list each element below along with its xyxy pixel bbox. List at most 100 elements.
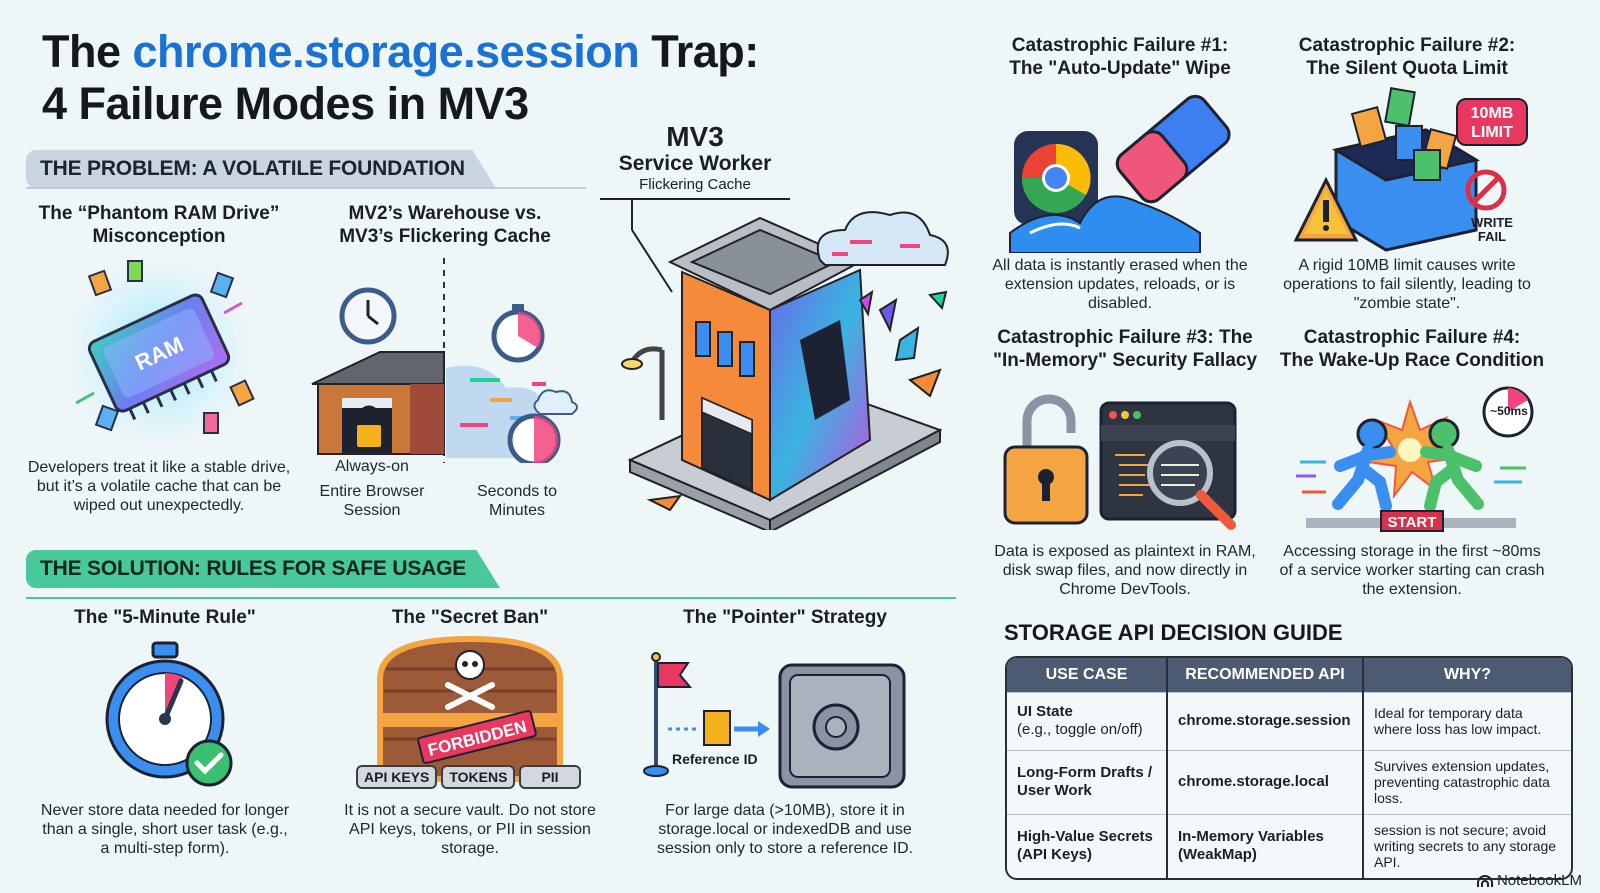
rule-3-heading: The "Pointer" Strategy: [683, 607, 887, 628]
left-label-line2: Session: [343, 502, 401, 519]
rule-card-secret-ban: The "Secret Ban" FORBIDDEN API KEYS TOKE…: [340, 606, 600, 858]
solution-section-band: THE SOLUTION: RULES FOR SAFE USAGE: [26, 550, 500, 588]
always-on-caption: Always-on: [335, 458, 409, 475]
unlocked-padlock-devtools-icon: [990, 372, 1260, 542]
title-highlight: chrome.storage.session: [132, 26, 640, 77]
decision-guide-table: USE CASE RECOMMENDED API WHY? UI State (…: [1005, 656, 1573, 880]
timer-label: ~50ms: [1490, 404, 1528, 418]
notebooklm-logo-icon: [1476, 874, 1493, 887]
rule-2-heading: The "Secret Ban": [391, 607, 549, 628]
table-row: UI State (e.g., toggle on/off) chrome.st…: [1007, 691, 1571, 750]
title-line-2: 4 Failure Modes in MV3: [42, 78, 529, 129]
limit-badge-line1: 10MB: [1470, 105, 1514, 122]
failure-card-3: Catastrophic Failure #3: The "In-Memory"…: [990, 326, 1260, 599]
clock-icon: [339, 287, 397, 345]
api-cell: chrome.storage.session: [1167, 691, 1364, 750]
problem-section-band: THE PROBLEM: A VOLATILE FOUNDATION: [26, 150, 496, 188]
tag-pii: PII: [519, 765, 581, 789]
use-case-line1: Long-Form Drafts /: [1017, 764, 1152, 781]
use-case-line1: UI State: [1017, 703, 1073, 720]
page-title: The chrome.storage.session Trap: 4 Failu…: [42, 26, 759, 130]
right-label-line1: Seconds to: [476, 483, 558, 500]
title-suffix: Trap:: [639, 26, 759, 77]
stopwatch-check-icon: [40, 629, 290, 801]
use-case-cell: UI State (e.g., toggle on/off): [1007, 691, 1168, 750]
use-case-cell: High-Value Secrets (API Keys): [1007, 813, 1168, 878]
phantom-heading: The “Phantom RAM Drive” Misconception: [26, 202, 292, 248]
write-fail-line2: FAIL: [1477, 229, 1507, 244]
overflowing-box-icon: 10MB LIMIT WRITE FAIL: [1276, 80, 1538, 256]
chrome-eraser-icon: [990, 80, 1250, 256]
failure-card-2: Catastrophic Failure #2: The Silent Quot…: [1276, 34, 1538, 313]
rule-card-pointer: The "Pointer" Strategy Reference ID For …: [640, 606, 930, 858]
mv3-subtitle: Service Worker: [618, 152, 772, 175]
phantom-ram-card: The “Phantom RAM Drive” Misconception RA: [26, 202, 292, 515]
tag-tokens: TOKENS: [441, 765, 516, 789]
reference-id-label: Reference ID: [672, 751, 758, 767]
forbidden-chest-icon: FORBIDDEN API KEYS TOKENS PII: [340, 629, 600, 801]
solution-divider: [26, 597, 956, 599]
rule-2-description: It is not a secure vault. Do not store A…: [344, 802, 596, 857]
why-cell: Ideal for temporary data where loss has …: [1363, 691, 1571, 750]
title-prefix: The: [42, 26, 133, 77]
forbidden-tags: API KEYS TOKENS PII: [356, 765, 581, 789]
ram-chip-icon: RAM: [26, 248, 292, 458]
right-label-line2: Minutes: [488, 502, 546, 519]
problem-band-label: THE PROBLEM: A VOLATILE FOUNDATION: [40, 157, 465, 180]
use-case-line2: (e.g., toggle on/off): [1017, 721, 1143, 738]
api-line1: chrome.storage.local: [1178, 773, 1329, 790]
rule-card-5-minute: The "5-Minute Rule" Never store data nee…: [40, 606, 290, 858]
failure-3-heading: Catastrophic Failure #3: The "In-Memory"…: [990, 326, 1260, 372]
api-cell: chrome.storage.local: [1167, 749, 1364, 814]
phantom-heading-line2: Misconception: [92, 226, 226, 247]
racing-runners-icon: ~50ms START: [1276, 372, 1548, 542]
warehouse-icon: [311, 351, 445, 455]
failure-1-heading: Catastrophic Failure #1: The "Auto-Updat…: [990, 34, 1250, 80]
mv3-label: MV3 Service Worker Flickering Cache: [600, 122, 790, 200]
failure-2-heading-line1: Catastrophic Failure #2:: [1298, 35, 1516, 56]
start-label: START: [1380, 510, 1444, 532]
why-cell: Survives extension updates, preventing c…: [1363, 749, 1571, 814]
decision-guide-title: STORAGE API DECISION GUIDE: [1004, 620, 1343, 645]
phantom-heading-line1: The “Phantom RAM Drive”: [38, 203, 280, 224]
table-row: Long-Form Drafts / User Work chrome.stor…: [1007, 749, 1571, 814]
column-recommended-api: RECOMMENDED API: [1167, 658, 1364, 692]
use-case-line2: (API Keys): [1017, 846, 1093, 864]
mv3-title: MV3: [666, 121, 724, 152]
write-fail-line1: WRITE: [1471, 215, 1513, 230]
rule-1-heading: The "5-Minute Rule": [74, 607, 256, 628]
failure-3-description: Data is exposed as plaintext in RAM, dis…: [994, 543, 1256, 598]
failure-3-heading-line2: "In-Memory" Security Fallacy: [992, 350, 1258, 371]
failure-card-4: Catastrophic Failure #4: The Wake-Up Rac…: [1276, 326, 1548, 599]
why-cell: session is not secure; avoid writing sec…: [1363, 813, 1571, 878]
mv3-caption: Flickering Cache: [600, 176, 790, 200]
stopwatch-icon-bottom: [507, 413, 561, 463]
tag-api-keys: API KEYS: [356, 765, 438, 789]
limit-badge: 10MB LIMIT: [1456, 98, 1528, 146]
api-line1: chrome.storage.session: [1178, 712, 1351, 729]
phantom-description: Developers treat it like a stable drive,…: [27, 459, 291, 514]
limit-badge-line2: LIMIT: [1471, 124, 1513, 141]
api-cell: In-Memory Variables (WeakMap): [1167, 813, 1364, 878]
crumbling-building-icon: [621, 200, 949, 530]
failure-3-heading-line1: Catastrophic Failure #3: The: [997, 327, 1253, 348]
failure-2-description: A rigid 10MB limit causes write operatio…: [1283, 257, 1531, 312]
failure-2-heading-line2: The Silent Quota Limit: [1306, 58, 1508, 79]
warehouse-heading-line2: MV3’s Flickering Cache: [339, 226, 551, 247]
warehouse-heading-line1: MV2’s Warehouse vs.: [348, 203, 542, 224]
failure-4-heading: Catastrophic Failure #4: The Wake-Up Rac…: [1276, 326, 1548, 372]
warehouse-heading: MV2’s Warehouse vs. MV3’s Flickering Cac…: [300, 202, 590, 248]
table-row: High-Value Secrets (API Keys) In-Memory …: [1007, 813, 1571, 878]
use-case-cell: Long-Form Drafts / User Work: [1007, 749, 1168, 814]
title-line-1: The chrome.storage.session Trap:: [42, 26, 759, 78]
branding-label: NotebookLM: [1496, 872, 1582, 889]
left-label-line1: Entire Browser: [319, 483, 425, 500]
failure-4-description: Accessing storage in the first ~80ms of …: [1279, 543, 1545, 598]
failure-1-heading-line2: The "Auto-Update" Wipe: [1009, 58, 1231, 79]
notebooklm-branding: NotebookLM: [1476, 872, 1582, 889]
flag-to-safe-icon: Reference ID: [640, 629, 930, 801]
failure-1-description: All data is instantly erased when the ex…: [992, 257, 1248, 312]
api-line2: (WeakMap): [1178, 846, 1257, 864]
failure-1-heading-line1: Catastrophic Failure #1:: [1011, 35, 1229, 56]
column-why: WHY?: [1363, 658, 1571, 692]
